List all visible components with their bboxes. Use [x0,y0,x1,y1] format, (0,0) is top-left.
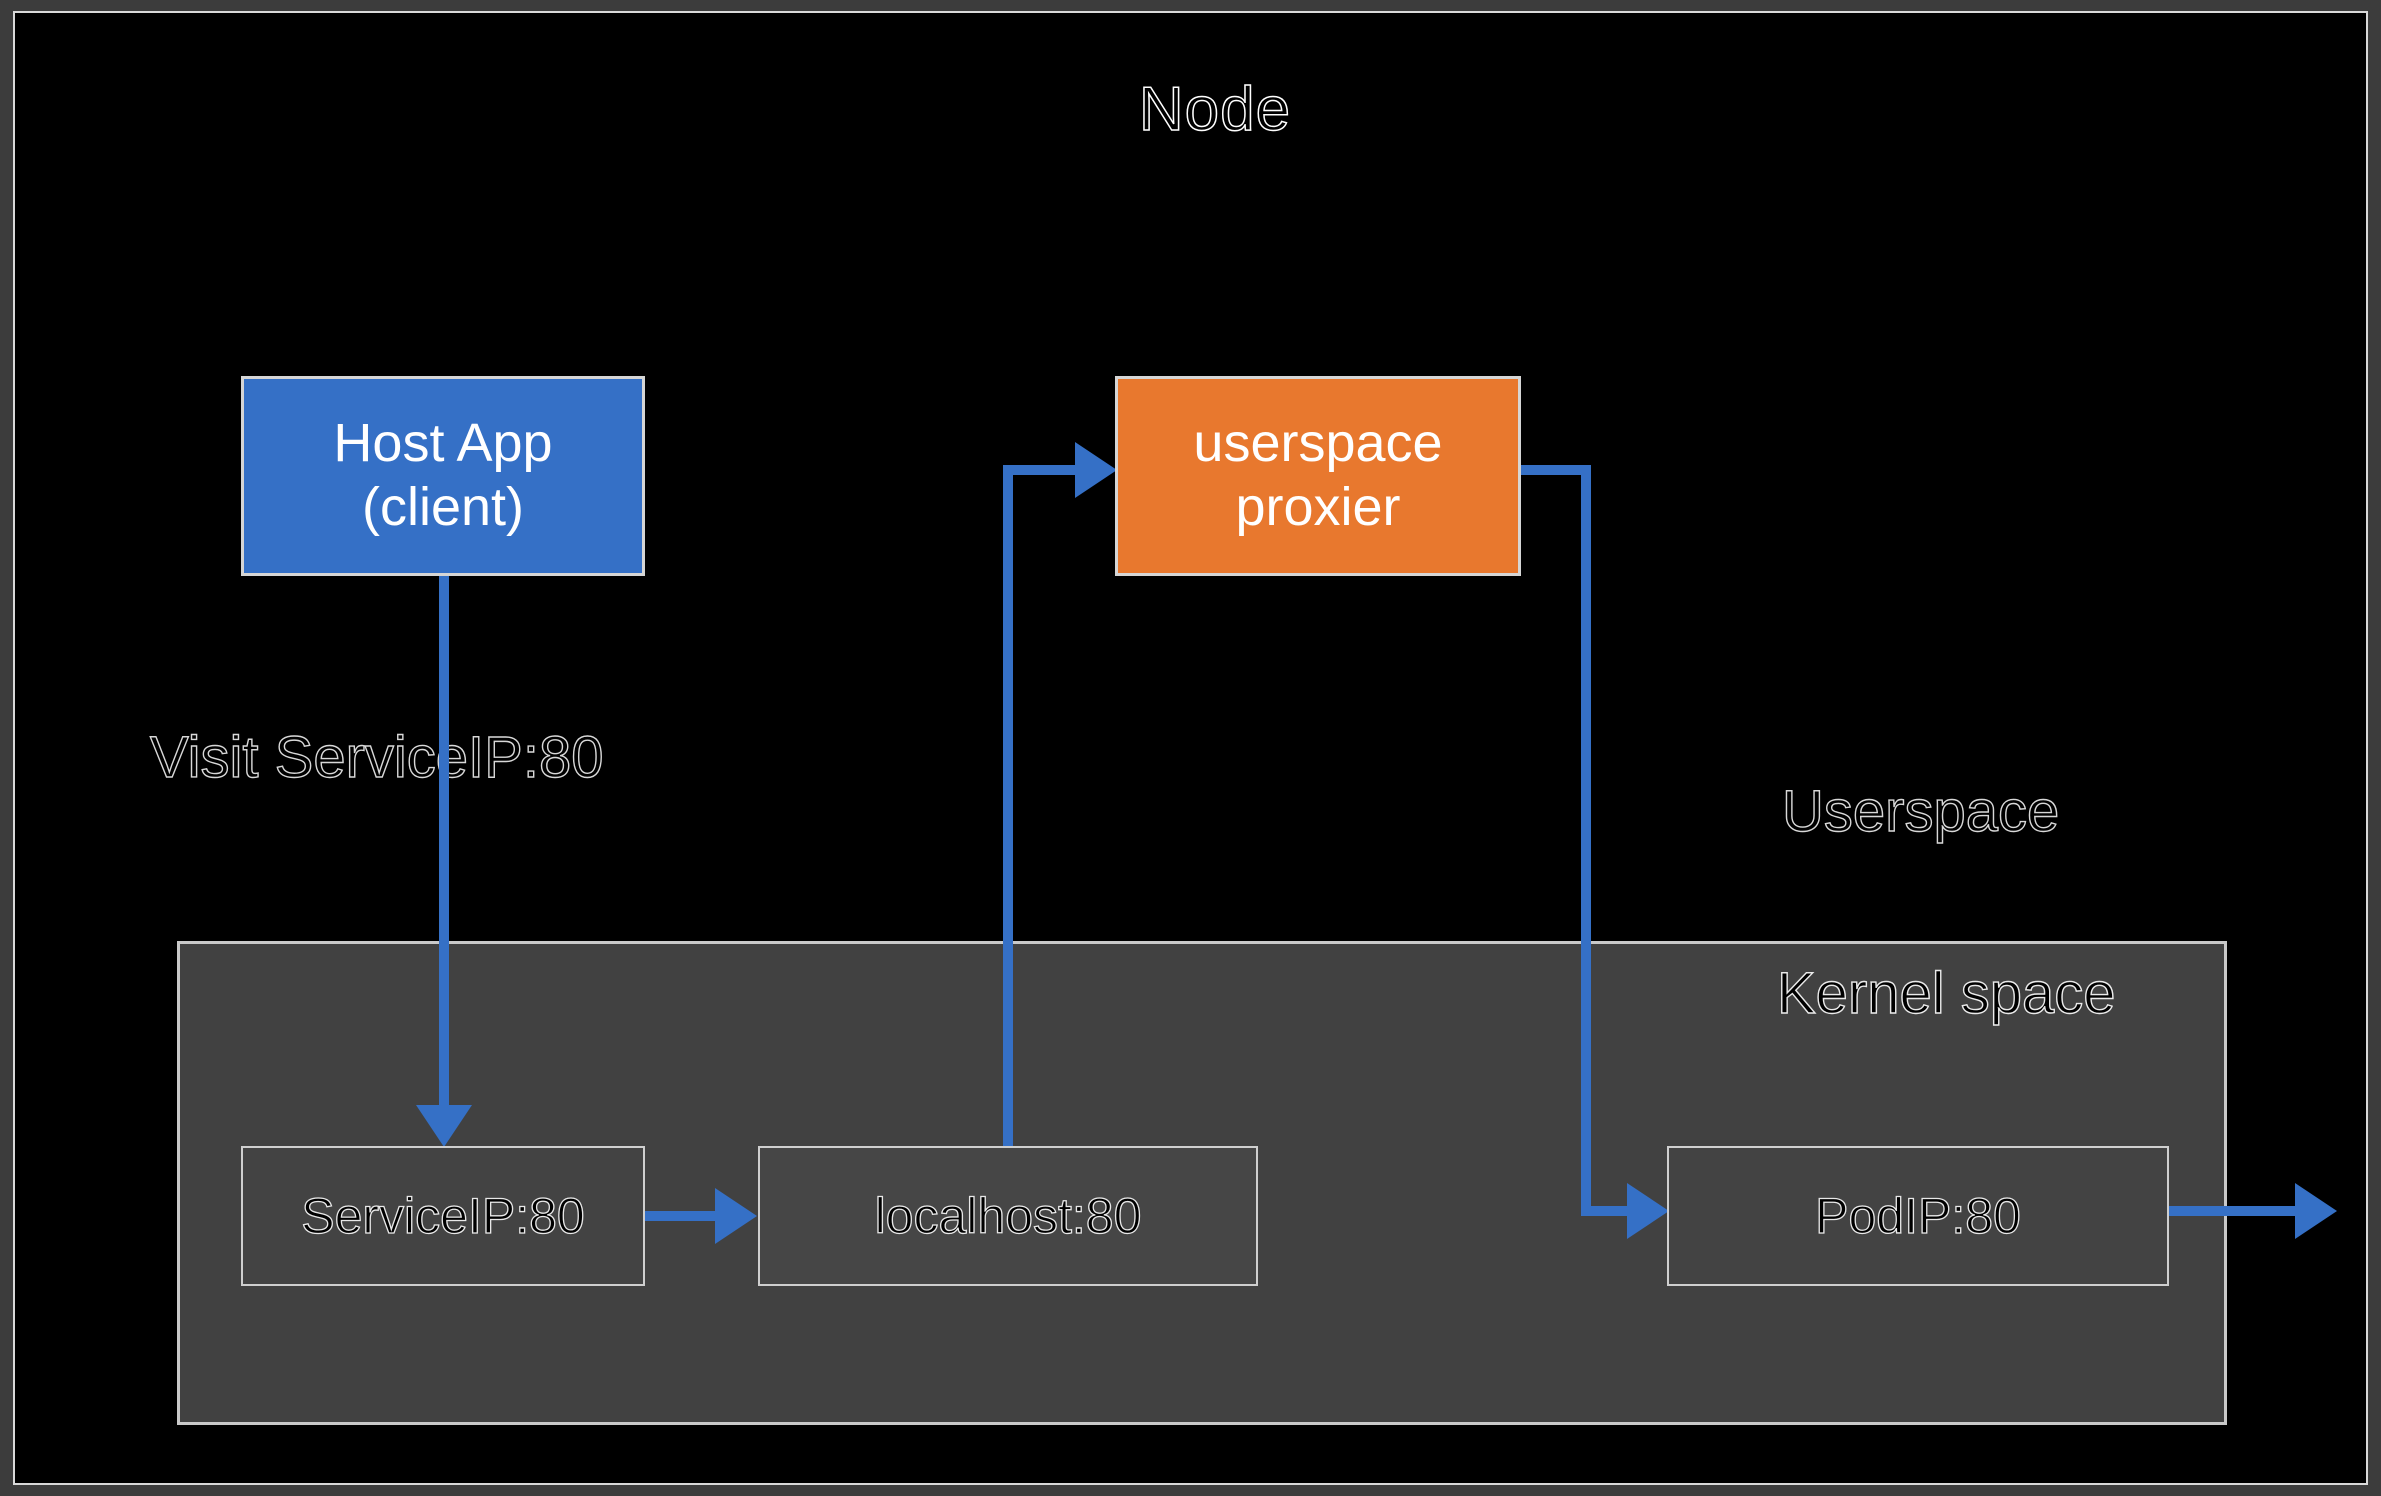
serviceip-node[interactable]: ServiceIP:80 [241,1146,645,1286]
arrowhead-hostapp-to-serviceip [416,1105,472,1147]
proxier-label-line2: proxier [1235,477,1401,537]
host-app-node[interactable]: Host App (client) [241,376,645,576]
page-title: Node [1138,75,1292,144]
arrowhead-proxier-to-podip [1627,1183,1669,1239]
connector-localhost-to-proxier [1003,465,1101,475]
arrowhead-podip-egress [2295,1183,2337,1239]
host-app-label-line1: Host App [333,413,553,474]
arrowhead-localhost-to-proxier [1075,442,1117,498]
diagram-canvas: Node Visit ServiceIP:80 Userspace Kernel… [13,11,2368,1485]
connector-proxier-descender [1581,465,1591,1211]
connector-serviceip-to-localhost [645,1211,733,1221]
kernel-space-region-label: Kernel space [1776,961,2116,1026]
localhost-node[interactable]: localhost:80 [758,1146,1258,1286]
connector-localhost-riser [1003,465,1013,1151]
connector-hostapp-to-serviceip [439,576,449,1116]
connector-proxier-to-podip [1581,1206,1655,1216]
userspace-region-label: Userspace [1781,779,2060,844]
connector-podip-egress [2169,1206,2309,1216]
arrowhead-serviceip-to-localhost [715,1188,757,1244]
visit-serviceip-label: Visit ServiceIP:80 [149,725,604,790]
connector-proxier-exit [1515,465,1591,475]
podip-node[interactable]: PodIP:80 [1667,1146,2169,1286]
host-app-label-line2: (client) [361,477,524,537]
proxier-label-line1: userspace [1193,413,1443,474]
userspace-proxier-node[interactable]: userspace proxier [1115,376,1521,576]
